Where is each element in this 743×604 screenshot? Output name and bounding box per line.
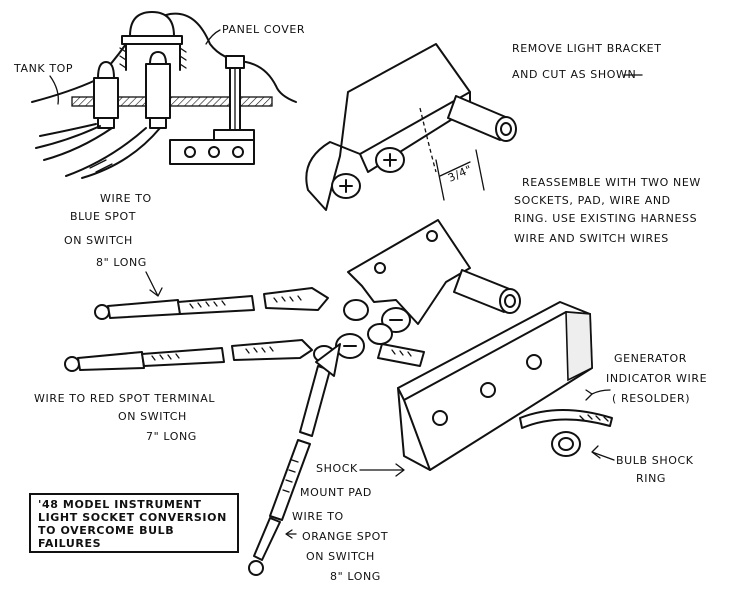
socket-cluster [313, 299, 411, 363]
label-remove-bracket-1: Remove light bracket [512, 42, 662, 55]
generator-wire [519, 409, 613, 429]
label-wire-orange-2: orange spot [302, 530, 388, 543]
label-reassemble-2: sockets, pad, wire and [514, 194, 671, 207]
label-wire-orange-1: Wire to [292, 510, 344, 523]
caption-line-1: '48 model instrument [38, 498, 202, 511]
label-generator-1: Generator [614, 352, 687, 365]
label-wire-blue-3: on switch [64, 234, 133, 247]
label-wire-blue-1: Wire to [100, 192, 152, 205]
label-remove-bracket-2: and cut as shown [512, 68, 636, 81]
label-shock-pad-1: Shock [316, 462, 358, 475]
label-dimension: 3/4" [446, 163, 474, 185]
label-wire-red-1: Wire to Red spot terminal [34, 392, 215, 405]
label-reassemble-1: Reassemble with two new [522, 176, 701, 189]
label-generator-3: ( Resolder) [612, 392, 690, 405]
label-wire-red-3: 7" long [146, 430, 197, 443]
label-generator-2: indicator wire [606, 372, 707, 385]
bulb-ring-arrow [591, 445, 615, 461]
caption-line-2: light socket conversion [38, 511, 227, 524]
orange-wire-leader [285, 529, 297, 539]
socket-lead [377, 343, 425, 367]
wire-blue-8in [94, 287, 329, 320]
tank-top-leader [49, 75, 59, 105]
lower-bracket-assembly [347, 219, 521, 325]
blue-wire-leader [145, 271, 163, 297]
bulb-shock-ring [551, 431, 581, 457]
shock-pad-leader [359, 463, 405, 477]
label-reassemble-4: wire and switch wires [514, 232, 669, 245]
generator-leader [585, 389, 611, 401]
label-shock-pad-2: mount pad [300, 486, 372, 499]
caption-box: '48 model instrument light socket conver… [29, 493, 239, 553]
label-wire-orange-4: 8" long [330, 570, 381, 583]
caption-line-4: failures [38, 537, 101, 550]
label-panel-cover: Panel Cover [222, 23, 305, 36]
label-wire-blue-4: 8" long [96, 256, 147, 269]
label-wire-red-2: on switch [118, 410, 187, 423]
wire-red-7in [64, 339, 313, 372]
panel-section-illustration [31, 11, 297, 179]
shock-mount-pad [397, 301, 593, 471]
wire-orange-8in [248, 343, 341, 576]
panel-cover-leader [205, 29, 221, 45]
label-bulb-ring-1: Bulb shock [616, 454, 694, 467]
label-bulb-ring-2: ring [636, 472, 666, 485]
label-wire-blue-2: Blue spot [70, 210, 136, 223]
caption-line-3: to overcome bulb [38, 524, 174, 537]
label-wire-orange-3: on switch [306, 550, 375, 563]
upper-light-bracket [305, 43, 517, 211]
label-reassemble-3: ring. Use existing harness [514, 212, 697, 225]
label-tank-top: Tank Top [13, 62, 73, 75]
